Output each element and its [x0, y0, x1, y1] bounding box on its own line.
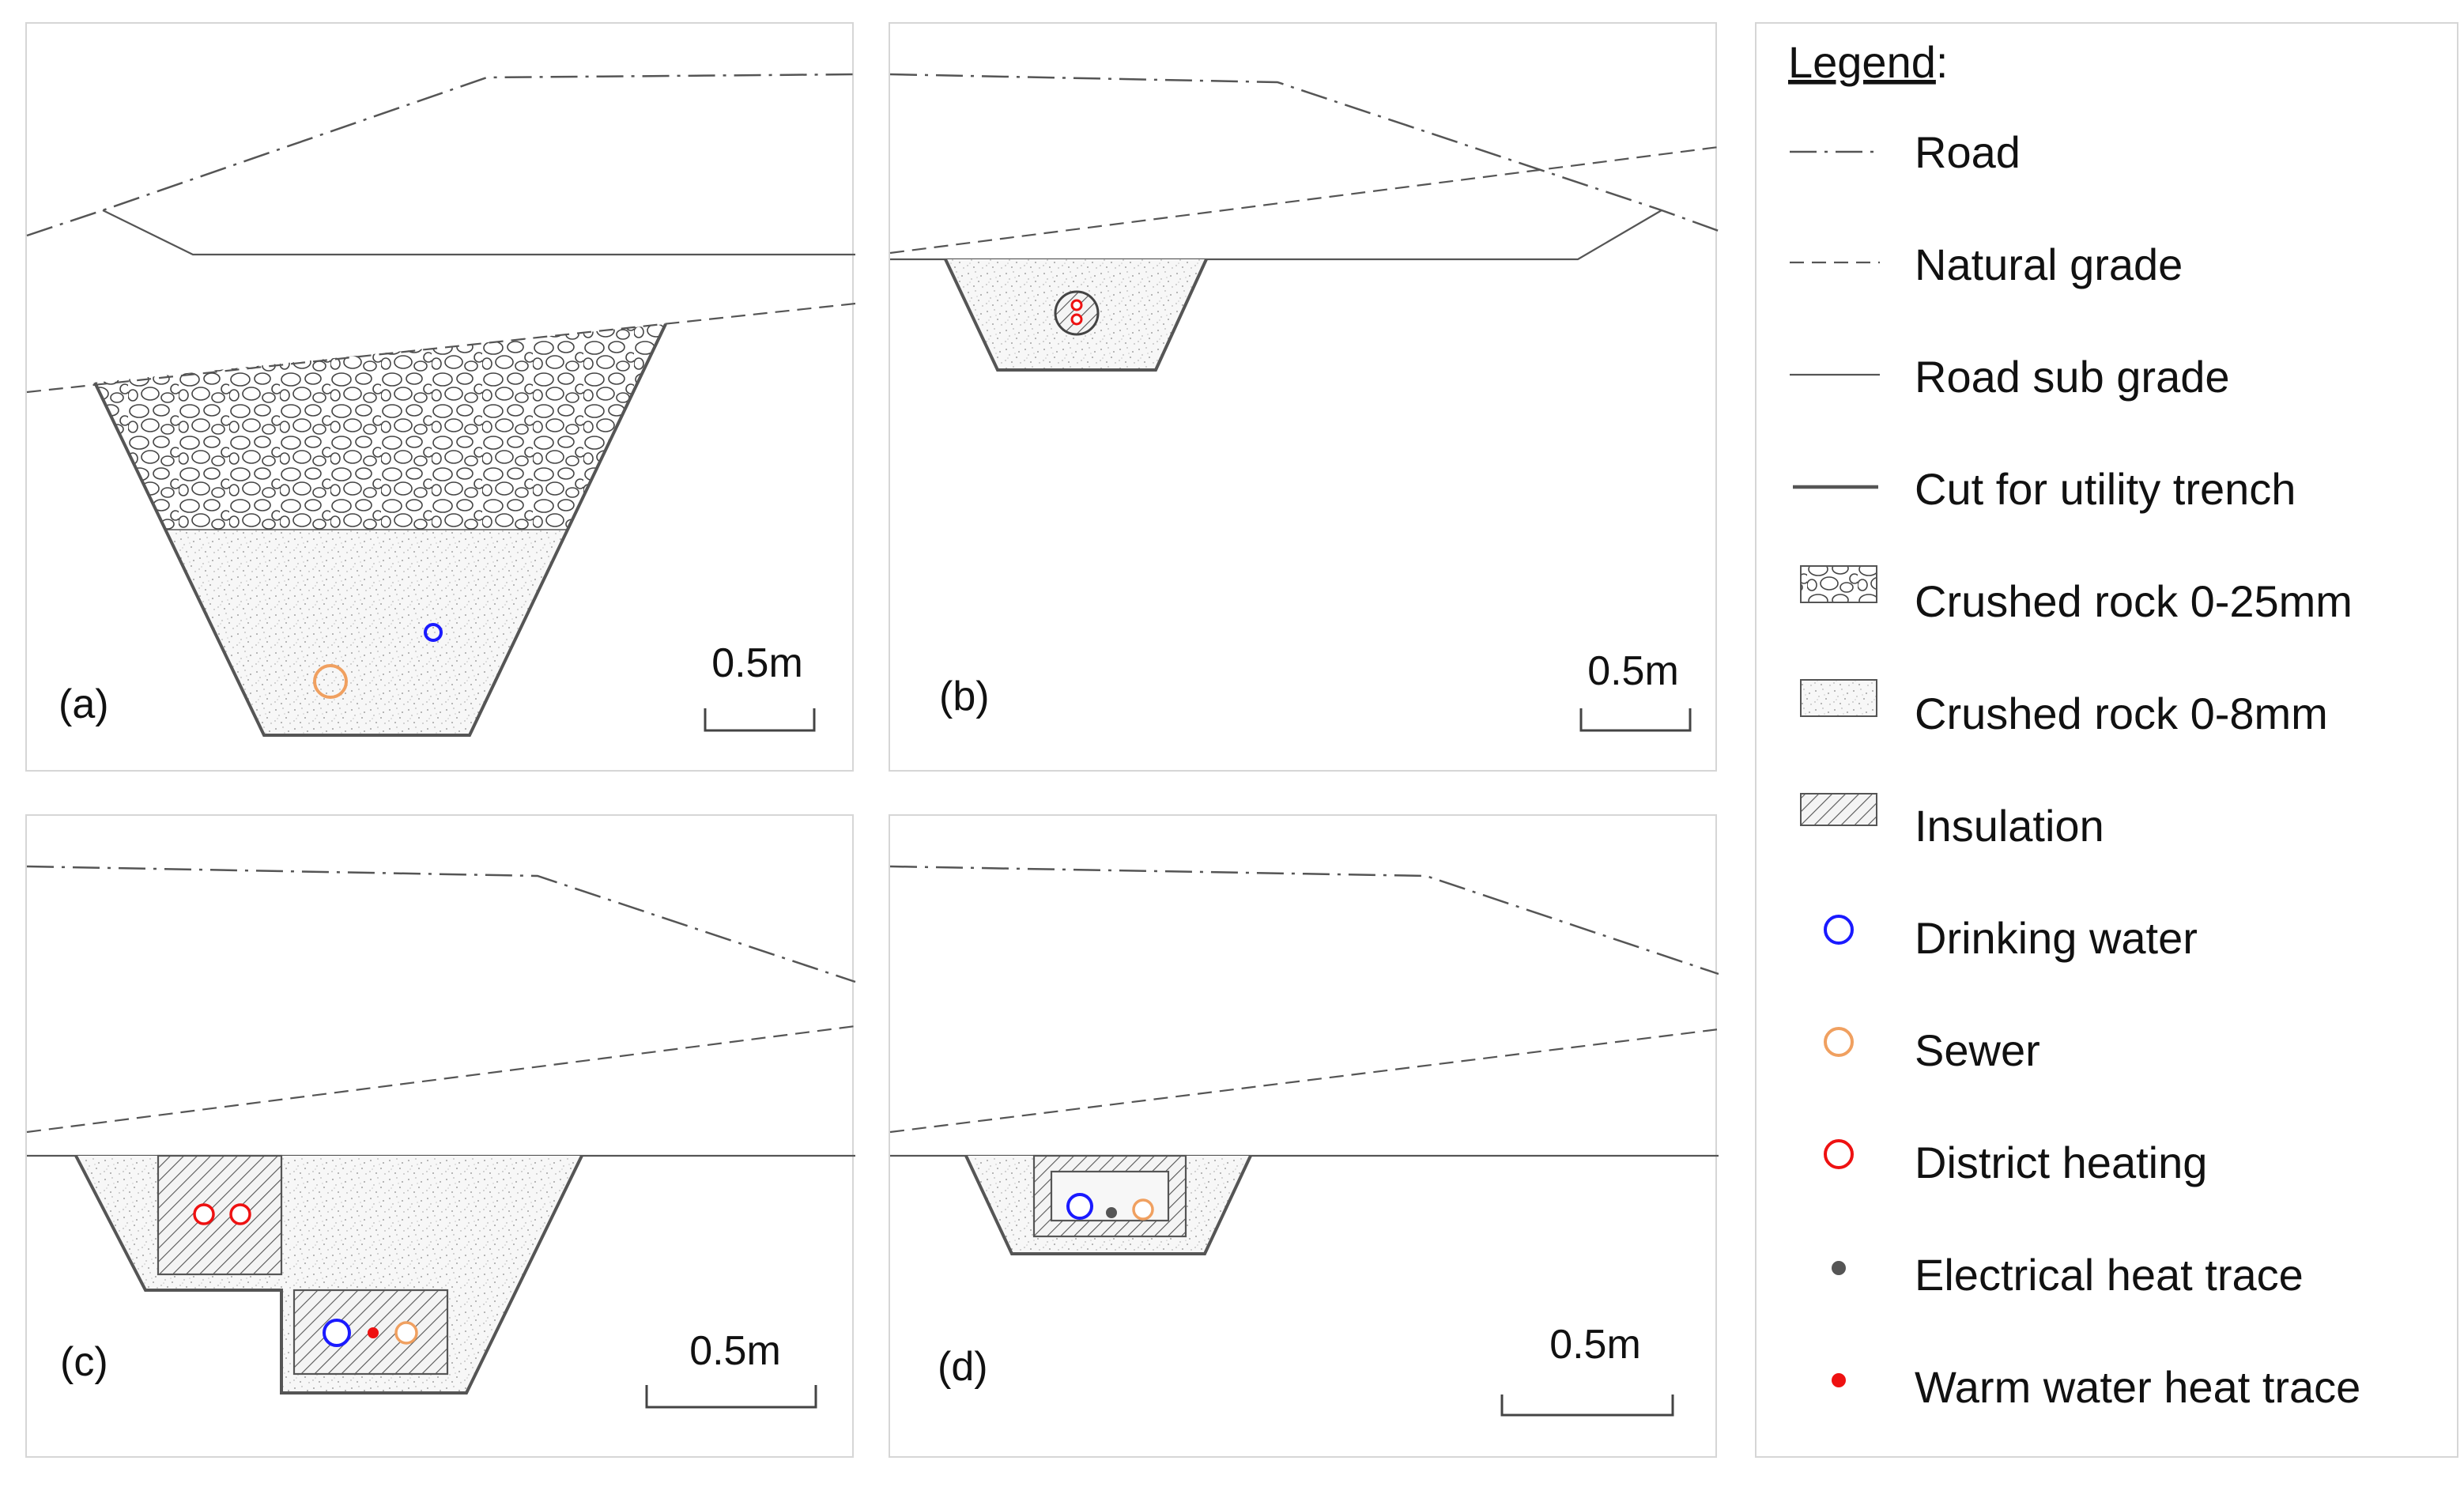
- legend-label-district-heating: District heating: [1915, 1138, 2207, 1187]
- legend-label-cut-trench: Cut for utility trench: [1915, 464, 2296, 514]
- legend-label-crushed-rock-8: Crushed rock 0-8mm: [1915, 689, 2328, 738]
- trench-cut: [964, 1155, 1252, 1255]
- warm-water-heat-trace: [368, 1327, 379, 1338]
- crushed-rock-25-fill: [95, 324, 666, 530]
- legend-swatch-electrical-heat-trace: [1832, 1261, 1846, 1275]
- scale-label: 0.5m: [1587, 648, 1679, 694]
- legend-swatch-crushed-rock-25: [1800, 565, 1877, 603]
- legend-title-text: Legend: [1788, 37, 1936, 87]
- legend-label-insulation: Insulation: [1915, 801, 2104, 851]
- road-line: [889, 73, 1719, 232]
- panel-c-diagram: (c) 0.5m: [26, 865, 856, 1409]
- district-heating-pipe: [1070, 313, 1083, 326]
- road-line: [26, 865, 856, 983]
- scale-bar: [1579, 708, 1692, 732]
- scale-bar: [645, 1385, 817, 1409]
- road-line: [889, 865, 1719, 976]
- legend-label-road: Road: [1915, 127, 2021, 177]
- panel-a: (a) 0.5m: [25, 22, 856, 772]
- legend-label-crushed-rock-25: Crushed rock 0-25mm: [1915, 576, 2353, 626]
- sewer-pipe: [394, 1321, 418, 1345]
- legend-swatch-insulation: [1800, 793, 1877, 826]
- road-line: [26, 73, 856, 237]
- electrical-heat-trace: [1106, 1207, 1117, 1218]
- scale-label: 0.5m: [689, 1328, 781, 1374]
- natural-grade-line: [889, 145, 1719, 255]
- sewer-pipe: [1132, 1198, 1154, 1221]
- legend-swatch-warm-water-heat-trace: [1832, 1373, 1846, 1387]
- legend-swatch-sewer: [1824, 1027, 1854, 1057]
- road-sub-grade-line: [102, 209, 855, 256]
- scale-bar: [704, 708, 816, 732]
- natural-grade-line: [26, 302, 856, 394]
- insulation-block: [157, 1154, 283, 1276]
- legend-title-suffix: :: [1936, 37, 1949, 87]
- district-heating-pipe: [193, 1203, 215, 1225]
- legend-label-natural-grade: Natural grade: [1915, 240, 2183, 289]
- district-heating-pipe: [1070, 299, 1083, 311]
- panel-c: (c) 0.5m: [25, 814, 856, 1458]
- insulation-casing: [1054, 290, 1100, 336]
- legend-label-road-sub-grade: Road sub grade: [1915, 352, 2230, 402]
- panel-label: (c): [60, 1339, 108, 1385]
- legend-swatch-district-heating: [1824, 1139, 1854, 1169]
- legend-labels: Road Natural grade Road sub grade Cut fo…: [1915, 127, 2360, 1412]
- trench-cut: [93, 323, 667, 737]
- legend-label-sewer: Sewer: [1915, 1025, 2040, 1075]
- panel-label: (b): [939, 674, 990, 719]
- panel-d: (d) 0.5m: [889, 814, 1719, 1458]
- legend-label-drinking-water: Drinking water: [1915, 913, 2198, 963]
- legend-diagram: Legend: Road Natural grade Road sub grad…: [1788, 37, 2360, 1412]
- legend-swatch-crushed-rock-8: [1800, 679, 1877, 717]
- legend-label-electrical-heat-trace: Electrical heat trace: [1915, 1250, 2304, 1300]
- trench-cut: [74, 1155, 583, 1395]
- trench-cut: [944, 259, 1208, 372]
- panel-d-diagram: (d) 0.5m: [889, 865, 1719, 1417]
- panel-label: (d): [938, 1344, 988, 1390]
- panel-b-diagram: (b) 0.5m: [889, 73, 1719, 732]
- scale-label: 0.5m: [1549, 1322, 1641, 1368]
- crushed-rock-8-fill: [166, 530, 566, 735]
- legend-label-warm-water-heat-trace: Warm water heat trace: [1915, 1362, 2360, 1412]
- natural-grade-line: [889, 1028, 1719, 1134]
- scale-bar: [1500, 1395, 1674, 1417]
- legend-swatch-drinking-water: [1824, 915, 1854, 945]
- legend-title: Legend:: [1788, 37, 1948, 87]
- sewer-pipe: [313, 664, 348, 699]
- panel-a-diagram: (a) 0.5m: [26, 73, 856, 737]
- drinking-water-pipe: [323, 1319, 351, 1347]
- district-heating-pipe: [229, 1203, 251, 1225]
- scale-label: 0.5m: [711, 640, 803, 686]
- legend: Legend: Road Natural grade Road sub grad…: [1755, 22, 2458, 1458]
- panel-label: (a): [58, 681, 109, 727]
- panel-b: (b) 0.5m: [889, 22, 1719, 772]
- drinking-water-pipe: [1066, 1193, 1093, 1220]
- natural-grade-line: [26, 1025, 856, 1134]
- road-sub-grade-line: [890, 209, 1662, 261]
- drinking-water-pipe: [424, 623, 443, 642]
